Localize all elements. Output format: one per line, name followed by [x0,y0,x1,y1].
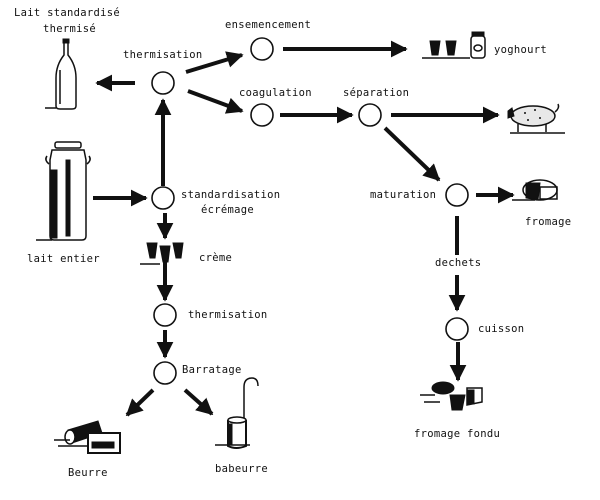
yogurt-pots-icon [422,31,486,59]
label-fromage-fondu: fromage fondu [414,428,501,440]
node-ensemencement [250,37,274,61]
edges [93,40,515,417]
milk-churn-icon [36,141,91,241]
edge-barratage-to-babeurre [183,388,214,416]
butter-icon [54,420,121,454]
node-barratage [153,361,177,385]
label-separation: séparation [343,87,410,99]
label-dechets: dechets [435,257,482,269]
node-cuisson [445,317,469,341]
label-lait-entier: lait entier [27,253,100,265]
label-standardisation: standardisation [181,189,281,201]
node-standardisation [151,186,175,210]
label-fromage: fromage [525,216,572,228]
label-beurre: Beurre [68,467,108,479]
edge-barratage-to-beurre [125,388,155,417]
label-lait-standardise: Lait standardisé [14,7,120,19]
node-coagulation [250,103,274,127]
label-creme: crème [199,252,233,264]
label-thermise: thermisé [43,23,96,35]
label-thermisation-1: thermisation [123,49,203,61]
cream-pots-icon [140,242,184,265]
processed-cheese-icon [420,381,483,411]
label-thermisation-2: thermisation [188,309,268,321]
edge-thermisation-to-ensemencement [185,51,244,74]
label-ecremage: écrémage [201,204,254,216]
label-ensemencement: ensemencement [225,19,312,31]
node-maturation [445,183,469,207]
label-cuisson: cuisson [478,323,525,335]
buttermilk-pail-icon [215,377,259,449]
node-separation [358,103,382,127]
edge-thermisation-to-coagulation [187,89,244,114]
pig-icon [507,103,565,134]
label-babeurre: babeurre [215,463,268,475]
milk-bottle-icon [45,38,77,110]
node-thermisation-2 [153,303,177,327]
nodes [151,37,469,385]
label-maturation: maturation [370,189,437,201]
label-barratage: Barratage [182,364,242,376]
cheese-wheel-icon [512,179,558,201]
label-coagulation: coagulation [239,87,312,99]
edge-separation-to-maturation [383,126,441,182]
node-thermisation-1 [151,71,175,95]
label-yoghourt: yoghourt [494,44,547,56]
